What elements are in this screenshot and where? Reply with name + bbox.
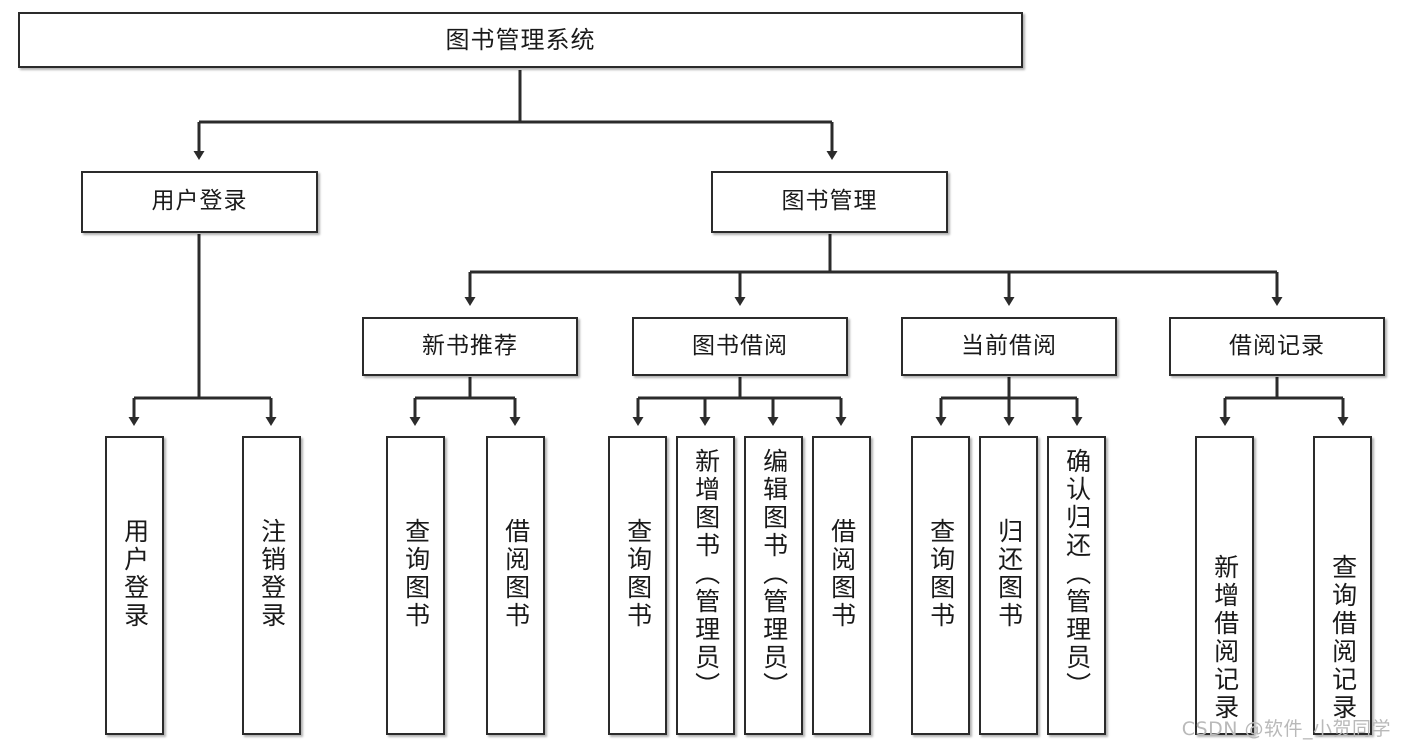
node-leaf-logout[interactable]: 注销登录 <box>242 436 301 735</box>
node-leaf-newbook-borrow-books[interactable]: 借阅图书 <box>486 436 545 735</box>
node-leaf-borrow-query-books[interactable]: 查询图书 <box>608 436 667 735</box>
leaf-label: 归还图书 <box>994 518 1024 630</box>
node-borrow-records[interactable]: 借阅记录 <box>1169 317 1385 376</box>
node-current-borrow[interactable]: 当前借阅 <box>901 317 1117 376</box>
node-leaf-current-return-books[interactable]: 归还图书 <box>979 436 1038 735</box>
node-leaf-records-query-record[interactable]: 查询借阅记录 <box>1313 436 1372 735</box>
node-leaf-borrow-edit-book-admin[interactable]: 编辑图书（管理员） <box>744 436 803 735</box>
node-leaf-borrow-borrow-books[interactable]: 借阅图书 <box>812 436 871 735</box>
node-leaf-current-confirm-return-admin[interactable]: 确认归还（管理员） <box>1047 436 1106 735</box>
node-new-book-recommend[interactable]: 新书推荐 <box>362 317 578 376</box>
node-user-login[interactable]: 用户登录 <box>81 171 318 233</box>
leaf-label: 确认归还（管理员） <box>1062 448 1092 700</box>
leaf-label: 借阅图书 <box>501 518 531 630</box>
node-root[interactable]: 图书管理系统 <box>18 12 1023 68</box>
leaf-label: 借阅图书 <box>827 518 857 630</box>
leaf-label: 查询图书 <box>926 518 956 630</box>
node-leaf-borrow-add-book-admin[interactable]: 新增图书（管理员） <box>676 436 735 735</box>
leaf-label: 注销登录 <box>257 518 287 630</box>
leaf-label: 查询借阅记录 <box>1328 554 1358 722</box>
csdn-watermark: CSDN @软件_小贺同学 <box>1181 718 1391 740</box>
node-leaf-user-login[interactable]: 用户登录 <box>105 436 164 735</box>
node-leaf-current-query-books[interactable]: 查询图书 <box>911 436 970 735</box>
leaf-label: 新增借阅记录 <box>1210 554 1240 722</box>
leaf-label: 新增图书（管理员） <box>691 448 721 700</box>
leaf-label: 查询图书 <box>401 518 431 630</box>
leaf-label: 用户登录 <box>120 518 150 630</box>
leaf-label: 编辑图书（管理员） <box>759 448 789 700</box>
leaf-label: 查询图书 <box>623 518 653 630</box>
node-book-borrow[interactable]: 图书借阅 <box>632 317 848 376</box>
node-book-management[interactable]: 图书管理 <box>711 171 948 233</box>
node-leaf-newbook-query-books[interactable]: 查询图书 <box>386 436 445 735</box>
node-leaf-records-add-record[interactable]: 新增借阅记录 <box>1195 436 1254 735</box>
